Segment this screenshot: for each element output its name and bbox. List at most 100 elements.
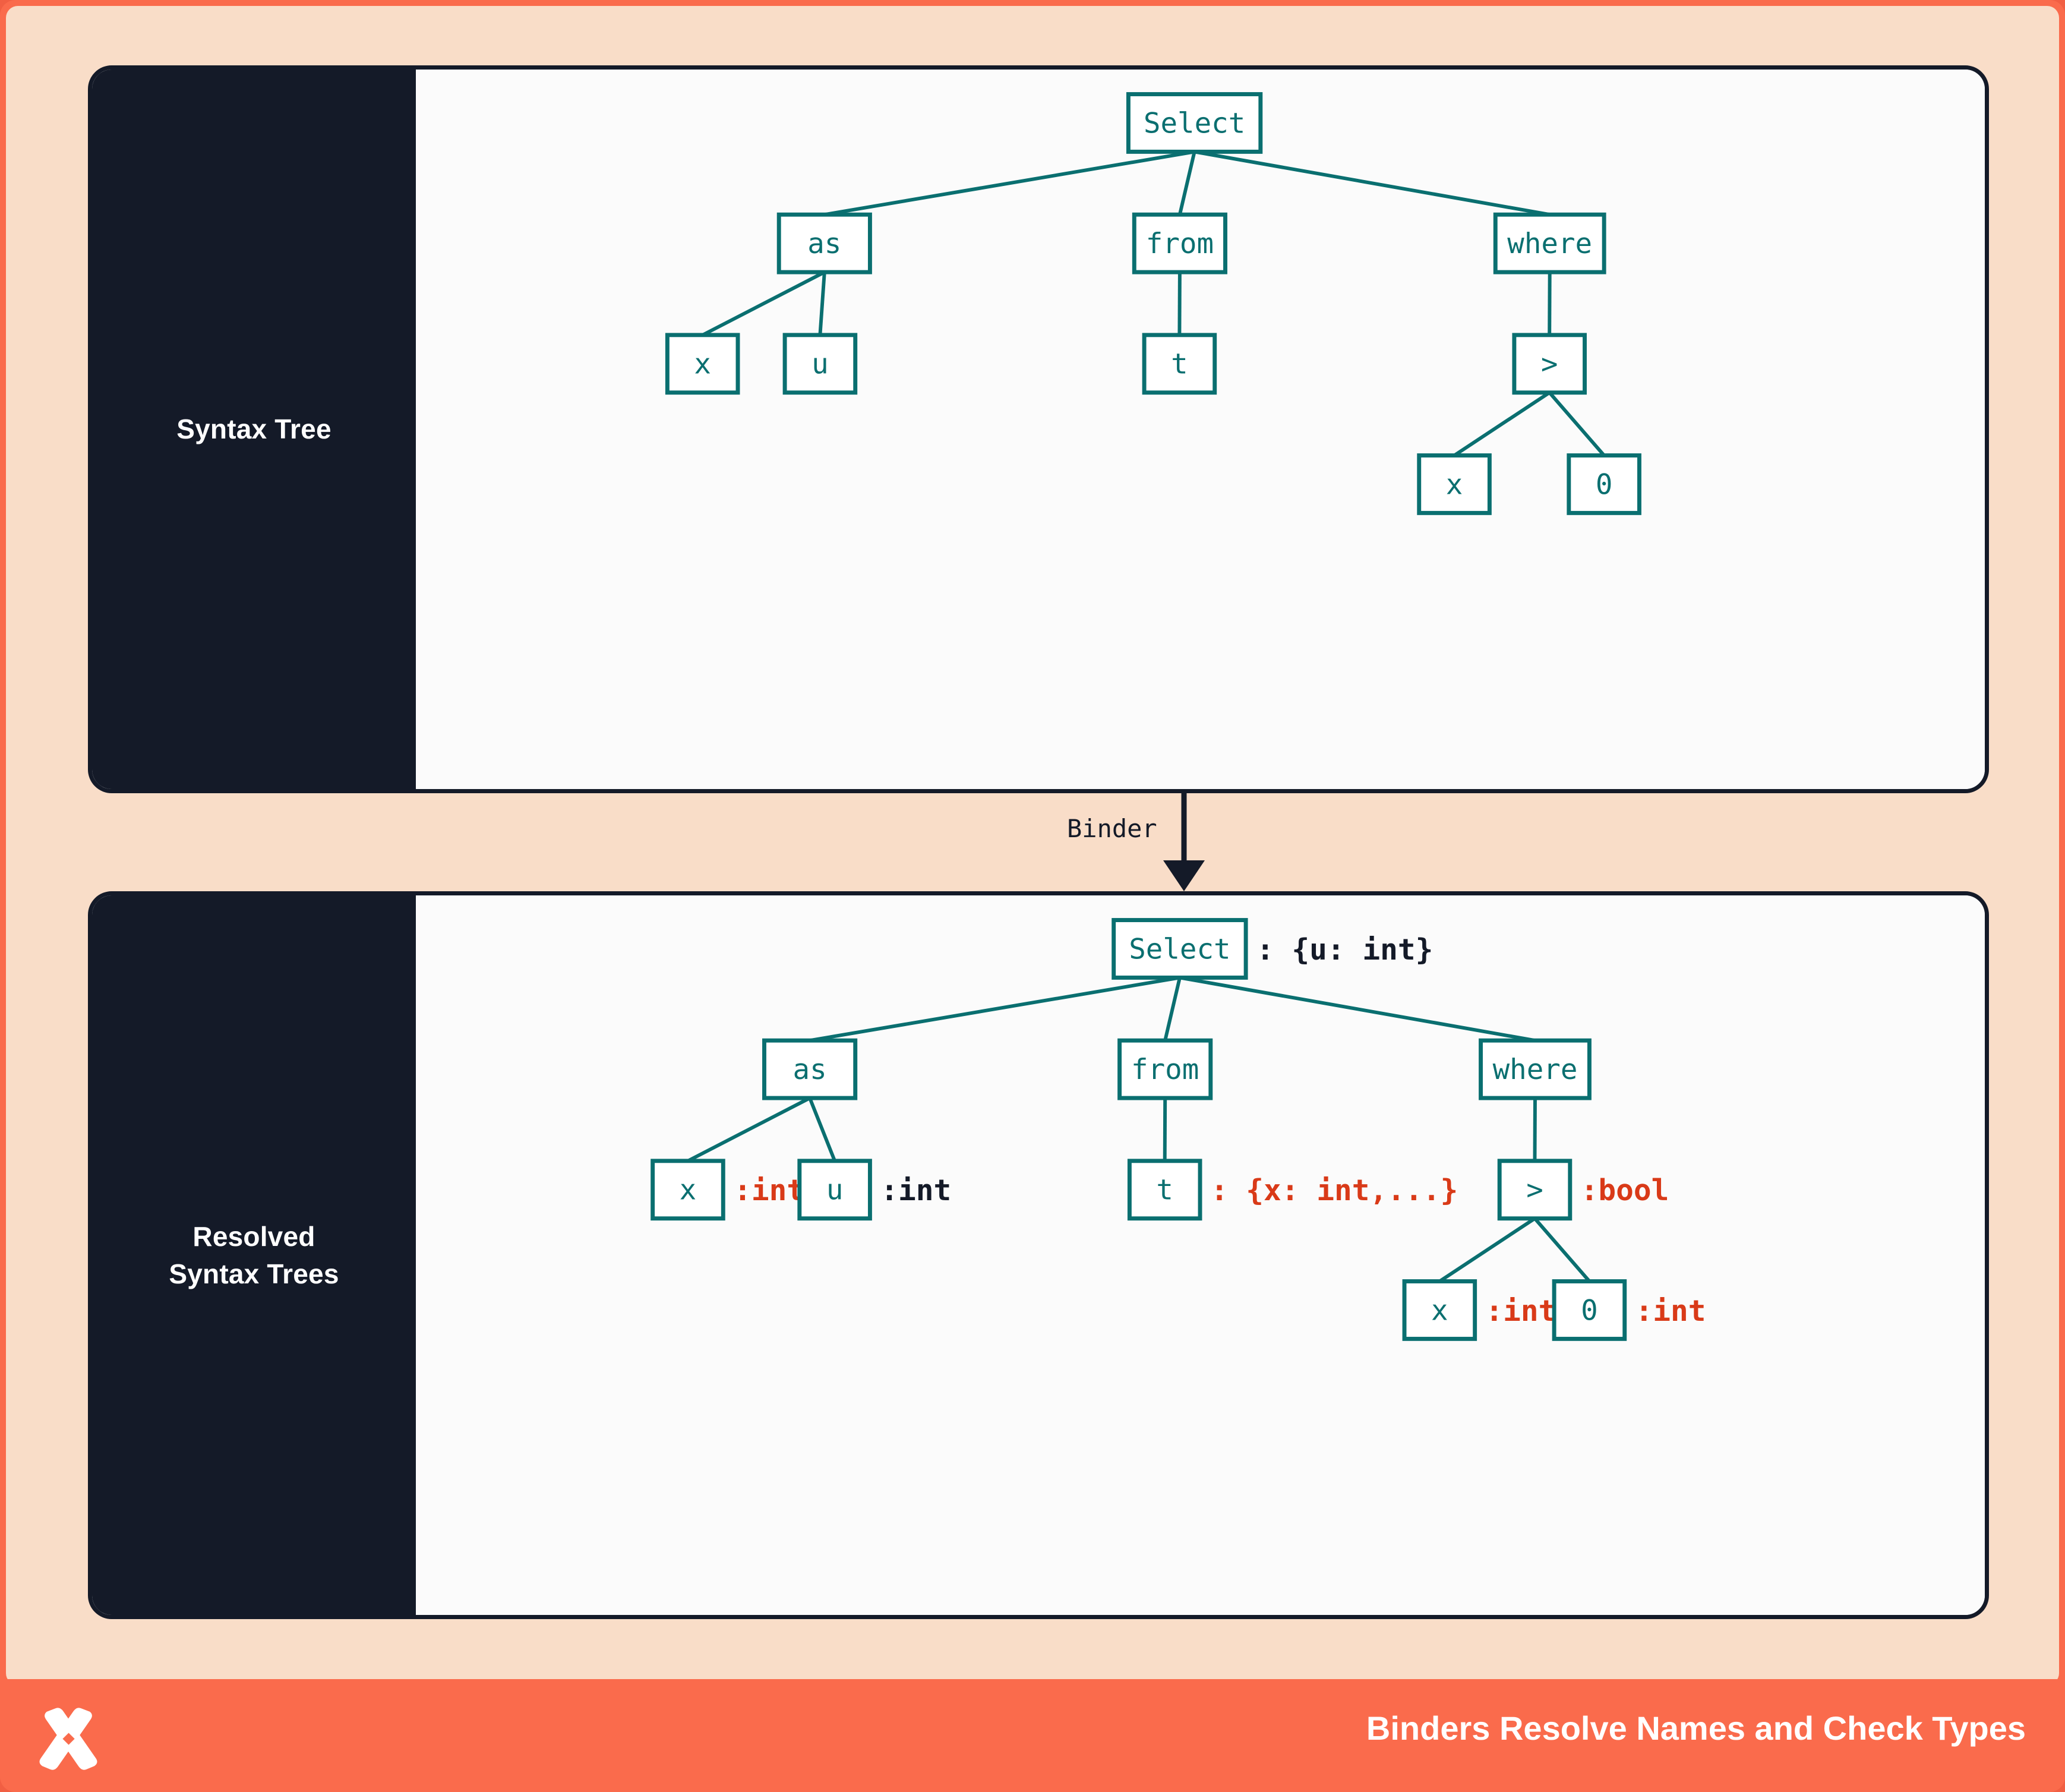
tree-node-gt1[interactable]: >: [1512, 333, 1587, 395]
tree-node-z1[interactable]: 0: [1567, 453, 1641, 515]
type-annotation: :int: [1485, 1293, 1556, 1328]
tree-node-label: u: [826, 1174, 844, 1207]
type-annotation: :int: [1635, 1293, 1706, 1328]
tree-node-label: t: [1171, 348, 1188, 381]
bottom-bar: Binders Resolve Names and Check Types: [0, 1679, 2065, 1792]
tree-node-box: [1497, 1159, 1573, 1221]
tree-node-box: [1117, 1038, 1213, 1100]
tree-node-u1[interactable]: u :int: [797, 1159, 951, 1221]
syntax-tree-graphic: Select as from where x u t > x 0: [665, 92, 1641, 515]
sidebar-line: Syntax Tree: [176, 414, 331, 445]
tree-node-label: 0: [1596, 468, 1613, 501]
tree-node-x2[interactable]: x :int: [1402, 1279, 1556, 1341]
tree-edge: [1178, 151, 1196, 215]
tree-node-box: [1126, 92, 1263, 154]
tree-node-box: [1479, 1038, 1592, 1100]
tree-node-box: [1552, 1279, 1627, 1341]
tree-node-where[interactable]: where: [1493, 212, 1606, 275]
tree-node-label: x: [694, 348, 711, 381]
sidebar-label-syntax-tree: Syntax Tree: [176, 411, 331, 447]
tree-node-label: 0: [1581, 1294, 1598, 1327]
tree-node-label: where: [1507, 228, 1592, 260]
tree-edge: [702, 270, 826, 337]
tree-node-as[interactable]: as: [776, 212, 872, 275]
tree-node-box: [797, 1159, 872, 1221]
tree-node-label: Select: [1129, 933, 1230, 966]
tree-node-box: [651, 1159, 725, 1221]
tree-node-label: x: [680, 1174, 697, 1207]
tree-node-box: [1417, 453, 1492, 515]
tree-node-label: >: [1541, 348, 1558, 381]
tree-node-box: [1402, 1279, 1477, 1341]
xetdata-logo-icon: [36, 1706, 101, 1771]
type-annotation: :bool: [1581, 1173, 1669, 1207]
tree-node-box: [762, 1038, 858, 1100]
tree-node-box: [1142, 333, 1217, 395]
tree-node-t1[interactable]: t: [1142, 333, 1217, 395]
tree-edge: [1179, 976, 1536, 1043]
tree-node-label: u: [812, 348, 829, 381]
sidebar-line: Resolved: [192, 1221, 315, 1252]
tree-node-gt1[interactable]: > :bool: [1497, 1159, 1669, 1221]
tree-node-label: Select: [1144, 107, 1245, 140]
sidebar-resolved-syntax-trees: Resolved Syntax Trees: [92, 895, 416, 1615]
tree-node-as[interactable]: as: [762, 1038, 858, 1100]
binder-connector: Binder: [88, 790, 1989, 894]
panel-resolved-syntax-trees: Resolved Syntax Trees Select : {u: int} as…: [88, 891, 1989, 1619]
tree-node-label: from: [1146, 228, 1214, 260]
tree-canvas-resolved-syntax-trees: Select : {u: int} as from where x :int u :int t : …: [416, 895, 1985, 1615]
tree-node-box: [1493, 212, 1606, 275]
tree-node-box: [1567, 453, 1641, 515]
tree-edge: [818, 272, 826, 336]
tree-node-from[interactable]: from: [1117, 1038, 1213, 1100]
sidebar-syntax-tree: Syntax Tree: [92, 70, 416, 789]
tree-node-label: as: [793, 1053, 827, 1086]
tree-node-label: >: [1526, 1174, 1543, 1207]
tree-node-label: x: [1431, 1294, 1448, 1327]
tree-node-label: where: [1493, 1053, 1578, 1086]
tree-node-label: as: [807, 228, 841, 260]
tree-node-label: t: [1156, 1174, 1173, 1207]
resolved-syntax-tree-graphic: Select : {u: int} as from where x :int u :int t : …: [651, 918, 1706, 1341]
tree-node-select[interactable]: Select: [1126, 92, 1263, 154]
tree-node-label: x: [1446, 468, 1463, 501]
sidebar-line: Syntax Trees: [169, 1258, 339, 1289]
tree-node-box: [665, 333, 740, 395]
panel-syntax-tree: Syntax Tree Select as from where x u t > x 0: [88, 65, 1989, 793]
tree-node-t1[interactable]: t : {x: int,...}: [1127, 1159, 1458, 1221]
tree-edge: [1548, 391, 1606, 457]
tree-node-label: from: [1131, 1053, 1199, 1086]
sidebar-label-resolved-syntax-trees: Resolved Syntax Trees: [169, 1218, 339, 1292]
tree-edge: [687, 1096, 811, 1163]
tree-edge: [1438, 1217, 1536, 1283]
tree-node-box: [1132, 212, 1227, 275]
tree-canvas-syntax-tree: Select as from where x u t > x 0: [416, 70, 1985, 789]
tree-edge: [824, 150, 1195, 217]
binder-label: Binder: [1067, 814, 1157, 843]
type-annotation: : {u: int}: [1256, 932, 1433, 967]
tree-node-x2[interactable]: x: [1417, 453, 1492, 515]
type-annotation: :int: [734, 1173, 804, 1207]
tree-node-from[interactable]: from: [1132, 212, 1227, 275]
tree-node-box: [782, 333, 858, 395]
type-annotation: : {x: int,...}: [1211, 1173, 1458, 1207]
tree-node-box: [1112, 918, 1248, 980]
type-annotation: :int: [880, 1173, 951, 1207]
tree-node-box: [776, 212, 872, 275]
tree-edge: [1163, 977, 1182, 1041]
tree-edge: [809, 976, 1180, 1043]
tree-node-box: [1127, 1159, 1202, 1221]
tree-edge: [808, 1097, 836, 1162]
tree-edge: [1453, 391, 1551, 457]
tree-edge: [1194, 150, 1551, 217]
tree-node-box: [1512, 333, 1587, 395]
tree-node-x1[interactable]: x: [665, 333, 740, 395]
tree-edge: [1533, 1217, 1591, 1283]
binder-arrow-icon: [1163, 790, 1205, 891]
bottom-bar-title: Binders Resolve Names and Check Types: [1366, 1709, 2026, 1747]
tree-node-where[interactable]: where: [1479, 1038, 1592, 1100]
tree-node-u1[interactable]: u: [782, 333, 858, 395]
tree-node-select[interactable]: Select : {u: int}: [1112, 918, 1433, 980]
tree-node-x1[interactable]: x :int: [651, 1159, 804, 1221]
tree-node-z1[interactable]: 0 :int: [1552, 1279, 1706, 1341]
